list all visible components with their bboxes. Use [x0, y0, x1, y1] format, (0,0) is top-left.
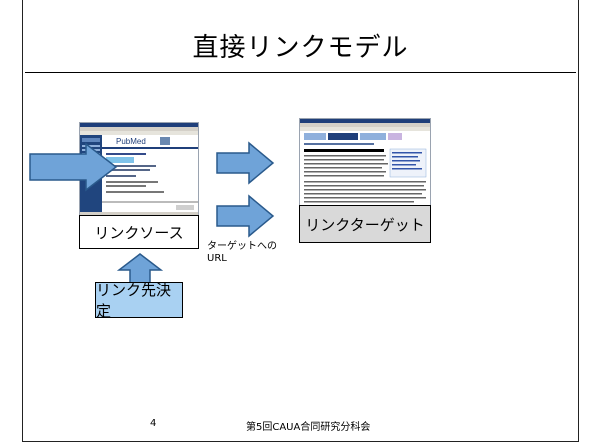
title-divider	[25, 72, 576, 73]
direct-link-arrow-icon	[216, 141, 275, 185]
incoming-arrow-icon	[29, 142, 118, 192]
url-note: ターゲットへの URL	[207, 241, 277, 265]
target-screenshot-image	[300, 119, 430, 219]
link-target-label: リンクターゲット	[305, 215, 425, 234]
link-decision-label: リンク先決定	[96, 281, 172, 320]
slide-title: 直接リンクモデル	[192, 33, 409, 63]
page-number: 4	[150, 418, 157, 429]
url-note-line-2: URL	[207, 253, 227, 264]
target-screenshot	[299, 118, 431, 220]
footer-text: 第5回CAUA合同研究分科会	[246, 422, 371, 433]
slide: 直接リンクモデル PubMed	[22, 0, 579, 442]
source-screenshot: PubMed	[79, 122, 199, 219]
link-decision-box: リンク先決定	[95, 281, 183, 320]
url-link-arrow-icon	[216, 194, 275, 238]
url-note-line-1: ターゲットへの	[207, 241, 277, 252]
link-source-box: リンクソース	[79, 215, 199, 249]
svg-text:PubMed: PubMed	[116, 137, 146, 146]
link-target-box: リンクターゲット	[299, 205, 431, 243]
link-source-label: リンクソース	[94, 223, 184, 242]
